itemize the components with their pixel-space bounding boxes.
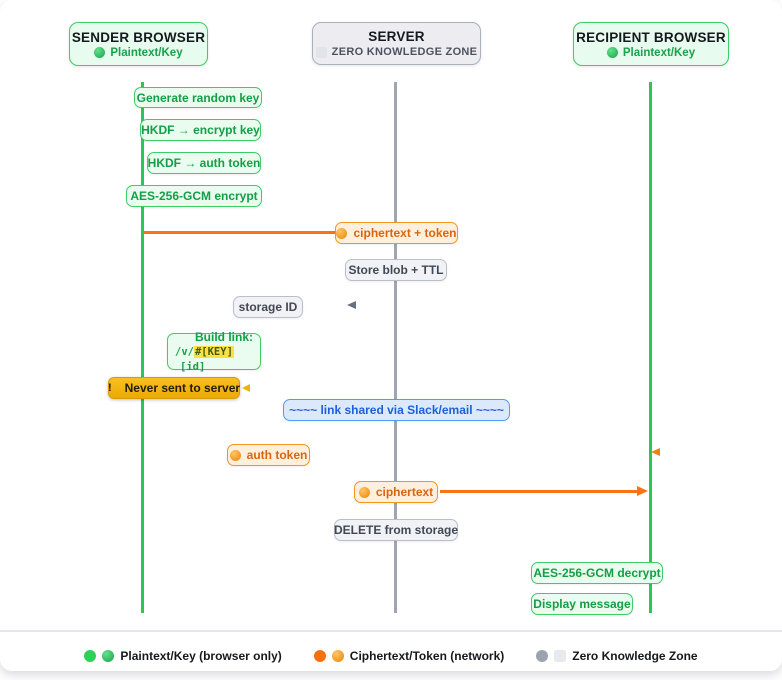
- actor-subtitle: Plaintext/Key: [622, 46, 696, 59]
- step-store-blob-ttl: Store blob + TTL: [345, 259, 447, 281]
- actor-sender-browser: SENDER BROWSER Plaintext/Key: [69, 22, 208, 66]
- auth-token-arrowhead-icon: [651, 448, 660, 456]
- message-label: ciphertext + token: [353, 226, 457, 240]
- legend-zero-knowledge: Zero Knowledge Zone: [536, 649, 698, 663]
- message-label: auth token: [246, 448, 308, 462]
- ciphertext-gradient-dot-icon: [331, 650, 344, 662]
- legend: Plaintext/Key (browser only) Ciphertext/…: [0, 645, 782, 667]
- link-id-fragment: [id]: [180, 360, 206, 373]
- ciphertext-dot-icon: [358, 486, 370, 498]
- plaintext-flat-dot-icon: [84, 650, 97, 662]
- message-ciphertext-token: ciphertext + token: [335, 222, 458, 244]
- ciphertext-dot-icon: [336, 227, 348, 239]
- legend-label: Plaintext/Key (browser only): [120, 649, 282, 663]
- message-auth-token: auth token: [227, 444, 310, 466]
- actor-title: SERVER: [368, 29, 425, 44]
- ciphertext-flat-dot-icon: [313, 650, 326, 662]
- warning-never-sent: ! Never sent to server: [108, 377, 240, 399]
- actor-subtitle: ZERO KNOWLEDGE ZONE: [331, 46, 478, 58]
- sender-lifeline: [141, 82, 144, 613]
- legend-plaintext: Plaintext/Key (browser only): [84, 649, 282, 663]
- step-aes-decrypt: AES-256-GCM decrypt: [531, 562, 663, 584]
- download-arrowhead-icon: [637, 486, 648, 496]
- storage-id-arrowhead-icon: [347, 301, 356, 309]
- step-hkdf-encrypt-key: HKDF → encrypt key: [140, 119, 261, 141]
- step-aes-encrypt: AES-256-GCM encrypt: [126, 185, 262, 207]
- step-display-message: Display message: [531, 593, 633, 615]
- server-lifeline: [394, 82, 397, 613]
- recipient-lifeline: [649, 82, 652, 613]
- step-hkdf-auth-token: HKDF → auth token: [147, 152, 261, 174]
- link-key-fragment: #[KEY]: [193, 346, 234, 359]
- message-storage-id: storage ID: [233, 296, 303, 318]
- zone-gray-square-icon: [554, 650, 567, 662]
- warning-arrowhead-icon: [242, 384, 250, 392]
- message-ciphertext: ciphertext: [354, 481, 438, 503]
- warning-bang-icon: !: [107, 382, 112, 394]
- step-generate-random-key: Generate random key: [134, 87, 262, 108]
- actor-title: RECIPIENT BROWSER: [576, 29, 726, 45]
- token-dot-icon: [229, 449, 241, 461]
- upload-arrow-line: [143, 231, 337, 234]
- warning-label: Never sent to server: [124, 381, 241, 395]
- link-prefix: /v/: [175, 346, 194, 359]
- legend-label: Ciphertext/Token (network): [349, 649, 505, 663]
- message-label: ciphertext: [375, 485, 434, 499]
- zero-knowledge-square-icon: [315, 46, 327, 58]
- actor-server: SERVER ZERO KNOWLEDGE ZONE: [312, 22, 481, 65]
- zone-gray-dot-icon: [536, 650, 549, 662]
- plaintext-dot-icon: [606, 47, 618, 58]
- actor-recipient-browser: RECIPIENT BROWSER Plaintext/Key: [573, 22, 729, 66]
- plaintext-gradient-dot-icon: [102, 650, 115, 662]
- plaintext-dot-icon: [94, 47, 106, 58]
- footer-divider: [0, 630, 782, 632]
- actor-subtitle: Plaintext/Key: [110, 46, 183, 59]
- step-delete-storage: DELETE from storage: [334, 519, 458, 541]
- step-build-link: Build link: /v/#[KEY][id]: [167, 330, 261, 373]
- download-arrow-line: [440, 490, 640, 493]
- note-link-shared: ~~~~ link shared via Slack/email ~~~~: [283, 399, 510, 421]
- legend-label: Zero Knowledge Zone: [572, 649, 698, 663]
- legend-ciphertext: Ciphertext/Token (network): [313, 649, 505, 663]
- build-link-title: Build link:: [195, 330, 253, 345]
- actor-title: SENDER BROWSER: [71, 29, 206, 45]
